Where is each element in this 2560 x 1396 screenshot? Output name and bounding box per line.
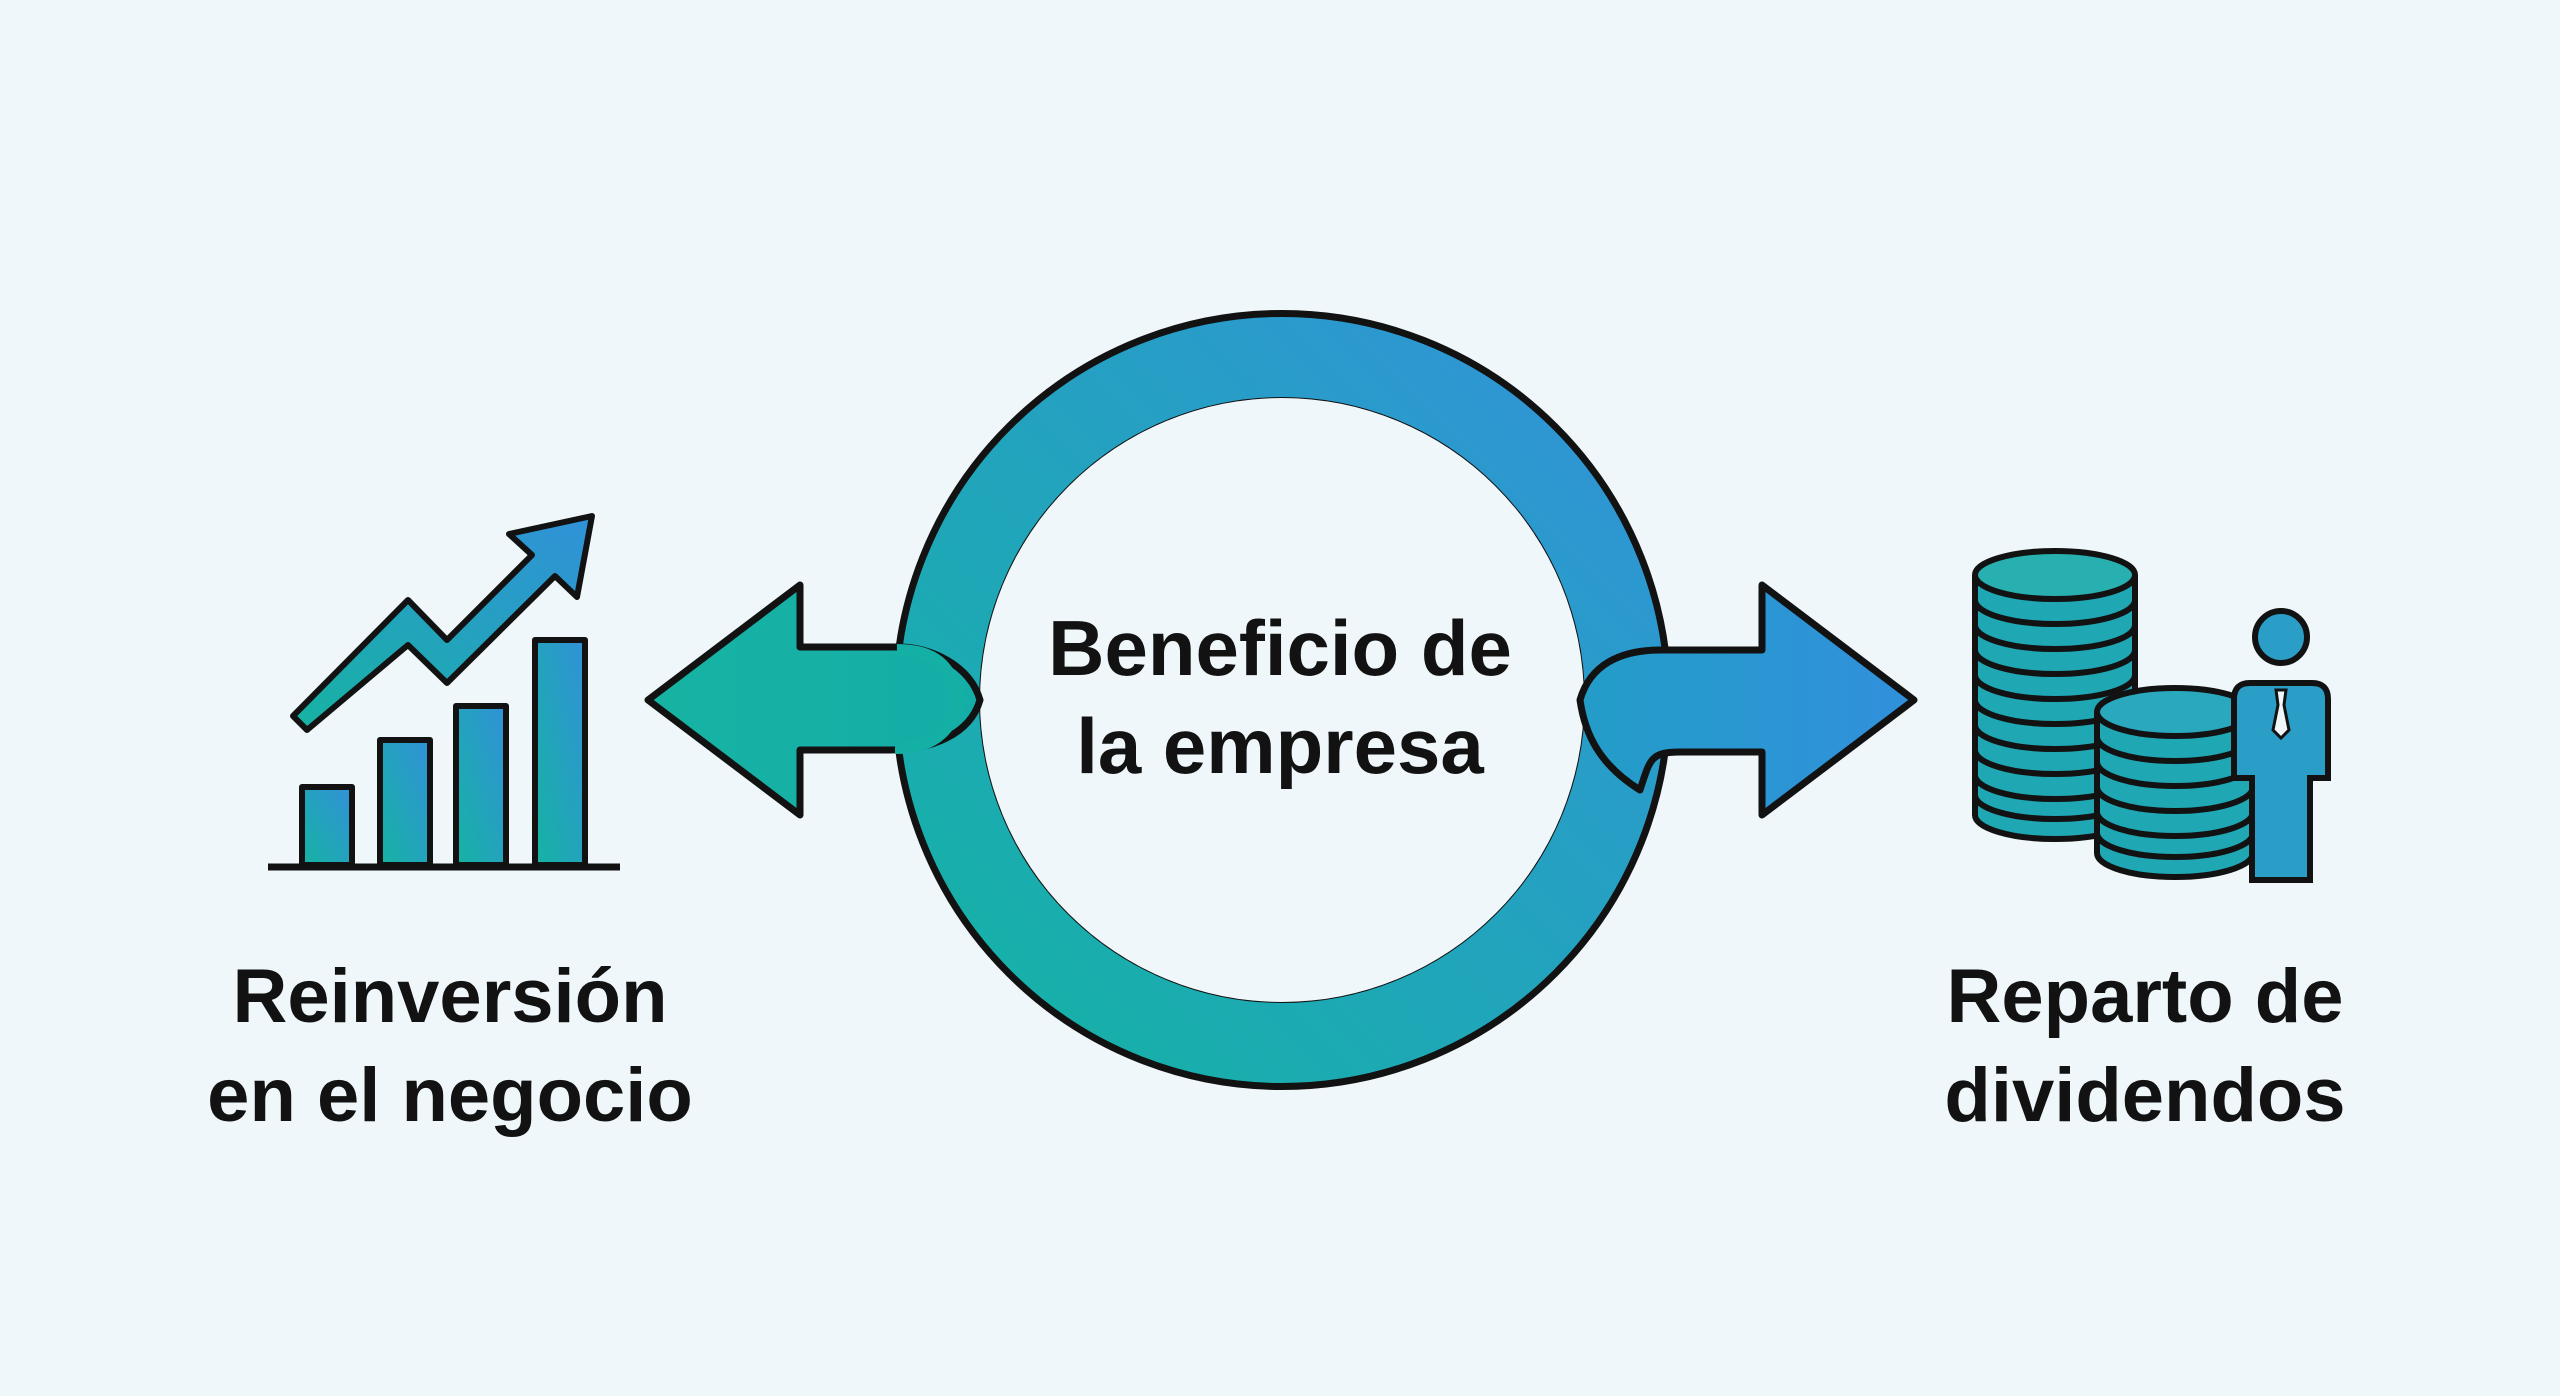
center-label-line1: Beneficio de (1048, 604, 1512, 692)
reinvestment-label-line2: en el negocio (207, 1052, 693, 1138)
coins-investor-icon (1972, 548, 2331, 883)
dividends-label-line2: dividendos (1944, 1052, 2346, 1138)
dividends-label: Reparto de dividendos (1830, 948, 2460, 1146)
reinvestment-label-line1: Reinversión (232, 954, 668, 1039)
dividends-label-line1: Reparto de (1946, 954, 2344, 1039)
center-label: Beneficio de la empresa (980, 600, 1580, 795)
reinvestment-label: Reinversión en el negocio (140, 948, 760, 1146)
center-label-line2: la empresa (1076, 701, 1484, 790)
growth-chart-icon (268, 513, 620, 871)
left-arrow (644, 581, 984, 819)
right-arrow (1576, 581, 1918, 819)
